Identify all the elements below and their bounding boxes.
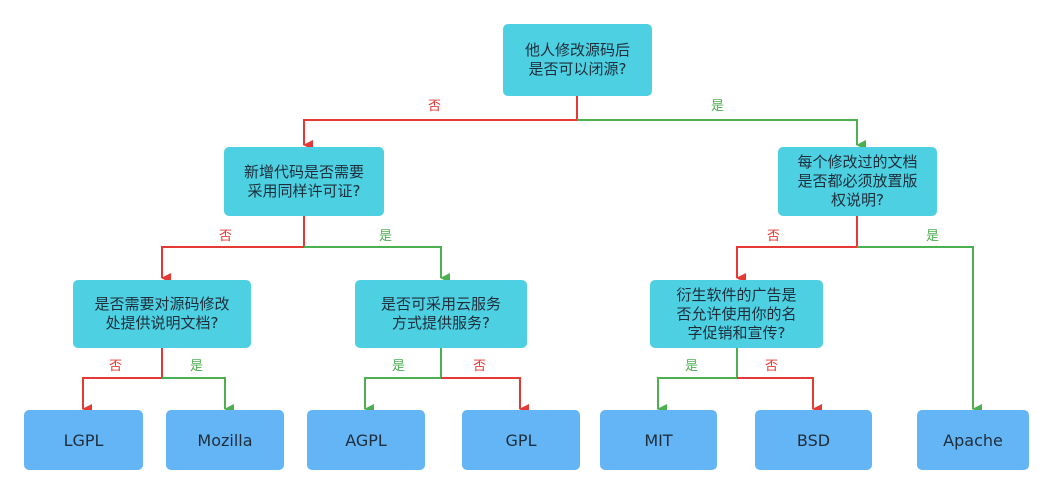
edge-label-doc-changes-yes: 是 <box>190 359 204 374</box>
edge-copyright-no <box>736 216 858 283</box>
edge-label-root-yes: 是 <box>711 99 725 114</box>
leaf-agpl: AGPL <box>307 410 425 470</box>
leaf-gpl: GPL <box>462 410 580 470</box>
edge-name-no <box>737 377 822 414</box>
edge-name-yes <box>657 348 738 414</box>
edge-doc-changes-yes <box>162 377 234 414</box>
edge-label-same-license-yes: 是 <box>379 229 393 244</box>
leaf-mit: MIT <box>600 410 717 470</box>
edge-doc-changes-no <box>82 348 163 414</box>
edge-label-doc-changes-no: 否 <box>109 359 123 374</box>
leaf-apache: Apache <box>917 410 1029 470</box>
edge-label-root-no: 否 <box>428 99 442 114</box>
node-root: 他人修改源码后 是否可以闭源? <box>503 24 652 96</box>
leaf-lgpl: LGPL <box>24 410 143 470</box>
node-copyright-notice: 每个修改过的文档 是否都必须放置版 权说明? <box>778 147 937 216</box>
edge-label-copyright-no: 否 <box>767 229 781 244</box>
edge-copyright-yes <box>857 246 982 414</box>
edge-cloud-yes <box>364 348 442 414</box>
edge-label-cloud-yes: 是 <box>392 359 406 374</box>
edge-label-copyright-yes: 是 <box>926 229 940 244</box>
node-same-license: 新增代码是否需要 采用同样许可证? <box>224 147 384 216</box>
leaf-mozilla: Mozilla <box>166 410 284 470</box>
node-cloud-service: 是否可采用云服务 方式提供服务? <box>355 280 527 348</box>
edge-same-license-no <box>161 216 305 283</box>
edge-label-same-license-no: 否 <box>219 229 233 244</box>
node-doc-changes: 是否需要对源码修改 处提供说明文档? <box>73 280 251 348</box>
edge-label-name-no: 否 <box>765 359 779 374</box>
leaf-bsd: BSD <box>755 410 872 470</box>
edge-cloud-no <box>441 377 529 414</box>
edge-root-no <box>303 96 578 150</box>
edge-same-license-yes <box>304 246 450 283</box>
edge-root-yes <box>577 119 866 150</box>
edge-label-cloud-no: 否 <box>473 359 487 374</box>
edge-label-name-yes: 是 <box>685 359 699 374</box>
node-name-promotion: 衍生软件的广告是 否允许使用你的名 字促销和宣传? <box>650 280 823 348</box>
